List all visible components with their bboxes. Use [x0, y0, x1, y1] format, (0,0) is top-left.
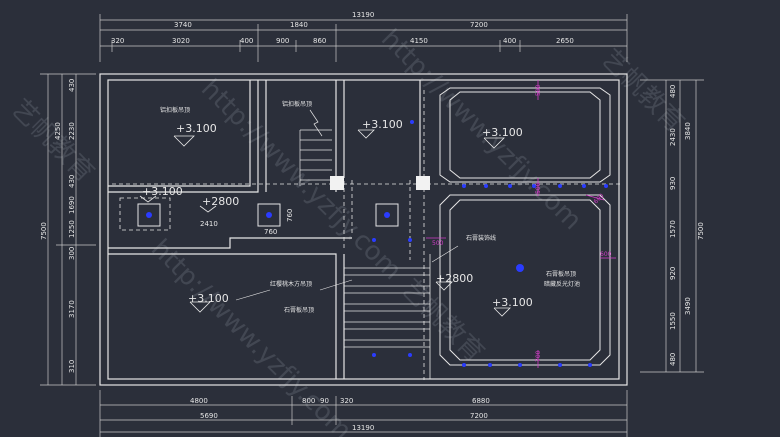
dim-bottom-6880: 6880: [472, 397, 490, 405]
left-dimension-texts: 430 2230 430 1690 1250 300 3170 310 4250…: [40, 79, 76, 373]
dim-left-310: 310: [68, 360, 76, 373]
bottom-dimension-lines: [99, 390, 628, 437]
dim-right-930: 930: [669, 177, 677, 190]
level-stair-2800: +2800: [436, 272, 473, 285]
ceiling-labels: 铝扣板吊顶 铝扣板吊顶 石膏装饰线 红樱桃木方吊顶 石膏板吊顶 石膏板吊顶 暗藏…: [160, 100, 580, 314]
dim-right-3490: 3490: [684, 297, 692, 315]
dim-left-7500: 7500: [40, 222, 48, 240]
label-dim-2410: 2410: [200, 220, 218, 228]
magenta-dim-500b: 500: [535, 182, 542, 194]
left-dimension-lines: [40, 73, 96, 386]
dim-top-900: 900: [276, 37, 289, 45]
dim-left-1250: 1250: [68, 220, 76, 238]
dim-left-4250: 4250: [54, 122, 62, 140]
label-aluminum-ceiling-2: 铝扣板吊顶: [282, 100, 312, 108]
dim-top-3020: 3020: [172, 37, 190, 45]
dim-top-3740: 3740: [174, 21, 192, 29]
dim-bottom-320: 320: [340, 397, 353, 405]
dim-right-480a: 480: [669, 85, 677, 98]
label-gypsum-molding: 石膏装饰线: [466, 234, 496, 242]
dim-top-7200: 7200: [470, 21, 488, 29]
dim-left-1690: 1690: [68, 196, 76, 214]
level-triangles: [139, 129, 511, 317]
right-dimension-texts: 480 2430 930 1570 920 1550 480 3840 3490…: [669, 85, 705, 366]
leader-lines: [235, 245, 459, 301]
dim-top-2650: 2650: [556, 37, 574, 45]
dim-top-1840: 1840: [290, 21, 308, 29]
fixture-markers: [146, 120, 608, 367]
dim-right-1550: 1550: [669, 312, 677, 330]
dim-right-920: 920: [669, 267, 677, 280]
label-dim-760: 760: [264, 228, 277, 236]
column-markers: [330, 176, 430, 190]
dim-right-2430: 2430: [669, 128, 677, 146]
label-dim-760b: 760: [286, 209, 294, 222]
label-cherry-wood-ceiling: 红樱桃木方吊顶: [270, 280, 312, 288]
fixture-boxes: [137, 203, 399, 227]
dim-top-4150: 4150: [410, 37, 428, 45]
level-room-left-top: +3.100: [176, 122, 217, 135]
dim-right-3840: 3840: [684, 122, 692, 140]
dim-right-480b: 480: [669, 353, 677, 366]
dim-right-1570: 1570: [669, 220, 677, 238]
dim-left-2230: 2230: [68, 122, 76, 140]
dim-bottom-7200: 7200: [470, 412, 488, 420]
level-room-right-top: +3.100: [482, 126, 523, 139]
dim-top-400b: 400: [503, 37, 516, 45]
dim-left-430a: 430: [68, 79, 76, 92]
level-hall-left: +3.100: [142, 185, 183, 198]
magenta-dim-600b: 600: [592, 192, 605, 205]
dim-bottom-5690: 5690: [200, 412, 218, 420]
cherry-wood-stripes: [344, 254, 431, 379]
right-ceiling-frames: [439, 87, 611, 366]
magenta-dim-700: 700: [535, 350, 542, 362]
dim-bottom-90: 90: [320, 397, 329, 405]
dim-top-400: 400: [240, 37, 253, 45]
dim-top-total: 13190: [352, 11, 374, 19]
dim-left-3170: 3170: [68, 300, 76, 318]
staircase: [299, 109, 332, 186]
dim-right-7500: 7500: [697, 222, 705, 240]
dashed-lines: [112, 90, 620, 380]
level-room-left-bottom: +3.100: [188, 292, 229, 305]
magenta-dim-500a: 500: [535, 84, 542, 96]
dim-left-300: 300: [68, 247, 76, 260]
dim-bottom-total: 13190: [352, 424, 374, 432]
label-gypsum-ceiling: 石膏板吊顶: [284, 306, 314, 314]
label-hidden-light-trough: 暗藏反光灯池: [544, 280, 580, 288]
level-hall-2800: +2800: [202, 195, 239, 208]
top-dimension-texts: 13190 3740 1840 7200 320 3020 400 900 86…: [111, 11, 574, 45]
magenta-dimension-lines: [426, 80, 616, 368]
top-dimension-lines: [99, 14, 628, 62]
magenta-dim-600a: 600: [600, 251, 612, 258]
dim-bottom-800: 800: [302, 397, 315, 405]
magenta-dim-500c: 500: [432, 240, 444, 247]
label-aluminum-ceiling-1: 铝扣板吊顶: [160, 106, 190, 114]
bottom-dimension-texts: 4800 800 90 320 6880 5690 7200 13190: [190, 397, 490, 432]
dim-bottom-4800: 4800: [190, 397, 208, 405]
dim-top-860: 860: [313, 37, 326, 45]
label-gypsum-ceiling-right: 石膏板吊顶: [546, 270, 576, 278]
level-texts: +3.100 +3.100 +3.100 +3.100 +2800 +3.100…: [142, 118, 533, 309]
watermark-text-3: http://www.yzfjy.com: [145, 234, 357, 437]
level-room-middle-top: +3.100: [362, 118, 403, 131]
dim-top-320: 320: [111, 37, 124, 45]
watermark-logo-1: 艺帆教育: [5, 94, 100, 189]
right-dimension-lines: [640, 79, 704, 373]
level-room-right-bottom: +3.100: [492, 296, 533, 309]
dim-left-430b: 430: [68, 175, 76, 188]
